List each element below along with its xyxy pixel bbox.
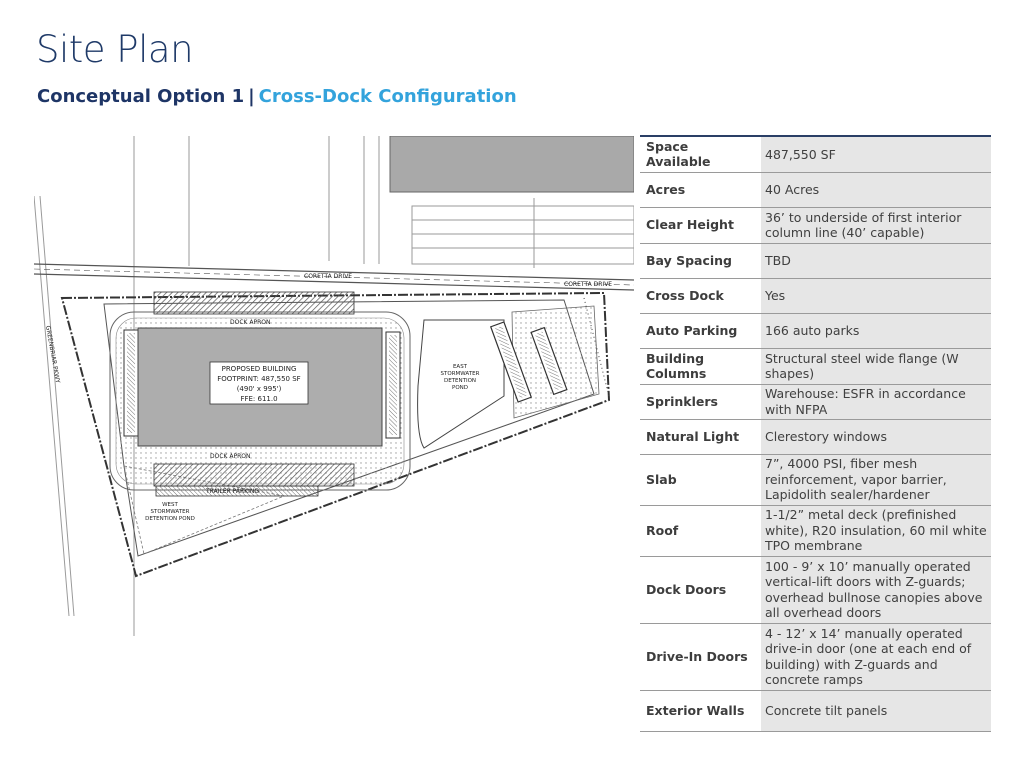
- right-dotted-boundary: [583, 297, 610, 397]
- right-parking: [385, 331, 401, 439]
- spec-value: 40 Acres: [761, 172, 991, 208]
- option-label: Conceptual Option 1: [37, 86, 245, 107]
- spec-value: Concrete tilt panels: [761, 690, 991, 732]
- spec-row-bay-spacing: Bay Spacing TBD: [640, 243, 991, 279]
- spec-row-slab: Slab 7”, 4000 PSI, fiber mesh reinforcem…: [640, 454, 991, 506]
- east-pond: [417, 319, 505, 449]
- building-line-4: FFE: 611.0: [240, 395, 277, 403]
- coretta-drive-label: CORETTA DRIVE: [304, 273, 352, 280]
- top-truck-court: [153, 291, 355, 315]
- building-line-3: (490' x 995'): [237, 385, 282, 393]
- spec-value: 166 auto parks: [761, 313, 991, 349]
- spec-label: Sprinklers: [640, 384, 761, 420]
- coretta-drive-road: [34, 263, 634, 291]
- existing-building: [389, 136, 634, 193]
- dock-apron-top: DOCK APRON: [230, 319, 270, 326]
- spec-value: 100 - 9’ x 10’ manually operated vertica…: [761, 556, 991, 624]
- spec-label: Auto Parking: [640, 313, 761, 349]
- subtitle-separator: |: [248, 86, 255, 107]
- east-pond-line-4: POND: [452, 385, 468, 391]
- spec-row-roof: Roof 1-1/2” metal deck (prefinished whit…: [640, 505, 991, 557]
- east-pond-line-2: STORMWATER: [441, 371, 480, 377]
- west-pond-line-3: DETENTION POND: [145, 516, 195, 522]
- bottom-truck-court: [153, 463, 355, 497]
- spec-label: Exterior Walls: [640, 690, 761, 732]
- spec-value: Warehouse: ESFR in accordance with NFPA: [761, 384, 991, 420]
- east-pond-line-1: EAST: [453, 364, 468, 370]
- spec-label: Drive-In Doors: [640, 623, 761, 691]
- spec-label: Slab: [640, 454, 761, 506]
- spec-label: Natural Light: [640, 419, 761, 455]
- spec-value: 7”, 4000 PSI, fiber mesh reinforcement, …: [761, 454, 991, 506]
- trailer-parking-label: TRAILER PARKING: [205, 488, 259, 495]
- proposed-building: [137, 327, 383, 447]
- spec-value: 4 - 12’ x 14’ manually operated drive-in…: [761, 623, 991, 691]
- spec-row-drive-in-doors: Drive-In Doors 4 - 12’ x 14’ manually op…: [640, 623, 991, 691]
- west-pond-line-1: WEST: [162, 502, 178, 508]
- spec-value: 1-1/2” metal deck (prefinished white), R…: [761, 505, 991, 557]
- spec-label: Bay Spacing: [640, 243, 761, 279]
- page-title: Site Plan: [36, 28, 194, 71]
- spec-value: Structural steel wide flange (W shapes): [761, 348, 991, 385]
- spec-row-exterior-walls: Exterior Walls Concrete tilt panels: [640, 690, 991, 732]
- greenbriar-pkwy-label: GREENBRIAR PKWY: [44, 325, 61, 384]
- spec-value: Yes: [761, 278, 991, 314]
- spec-label: Cross Dock: [640, 278, 761, 314]
- east-parking-area: [489, 305, 600, 419]
- spec-row-cross-dock: Cross Dock Yes: [640, 278, 991, 314]
- site-plan-drawing: CORETTA DRIVE CORETTA DRIVE GREENBRIAR P…: [34, 136, 634, 636]
- building-line-2: FOOTPRINT: 487,550 SF: [217, 375, 300, 383]
- specifications-table: Space Available 487,550 SF Acres 40 Acre…: [640, 135, 991, 732]
- existing-parking: [188, 136, 634, 268]
- left-parking: [123, 329, 139, 437]
- spec-value: TBD: [761, 243, 991, 279]
- dock-apron-bottom: DOCK APRON: [210, 453, 250, 460]
- spec-value: Clerestory windows: [761, 419, 991, 455]
- coretta-drive-label-2: CORETTA DRIVE: [564, 281, 612, 288]
- spec-row-clear-height: Clear Height 36’ to underside of first i…: [640, 207, 991, 244]
- spec-label: Acres: [640, 172, 761, 208]
- spec-row-natural-light: Natural Light Clerestory windows: [640, 419, 991, 455]
- spec-label: Building Columns: [640, 348, 761, 385]
- west-pond-line-2: STORMWATER: [151, 509, 190, 515]
- building-line-1: PROPOSED BUILDING: [222, 365, 297, 373]
- spec-label: Clear Height: [640, 207, 761, 244]
- spec-label: Roof: [640, 505, 761, 557]
- spec-value: 36’ to underside of first interior colum…: [761, 207, 991, 244]
- spec-row-dock-doors: Dock Doors 100 - 9’ x 10’ manually opera…: [640, 556, 991, 624]
- subtitle: Conceptual Option 1|Cross-Dock Configura…: [37, 86, 517, 107]
- configuration-label: Cross-Dock Configuration: [258, 86, 517, 107]
- spec-row-building-columns: Building Columns Structural steel wide f…: [640, 348, 991, 385]
- spec-row-space-available: Space Available 487,550 SF: [640, 136, 991, 173]
- spec-label: Dock Doors: [640, 556, 761, 624]
- east-pond-line-3: DETENTION: [444, 378, 476, 384]
- spec-row-auto-parking: Auto Parking 166 auto parks: [640, 313, 991, 349]
- spec-value: 487,550 SF: [761, 136, 991, 173]
- spec-row-sprinklers: Sprinklers Warehouse: ESFR in accordance…: [640, 384, 991, 420]
- spec-row-acres: Acres 40 Acres: [640, 172, 991, 208]
- spec-label: Space Available: [640, 136, 761, 173]
